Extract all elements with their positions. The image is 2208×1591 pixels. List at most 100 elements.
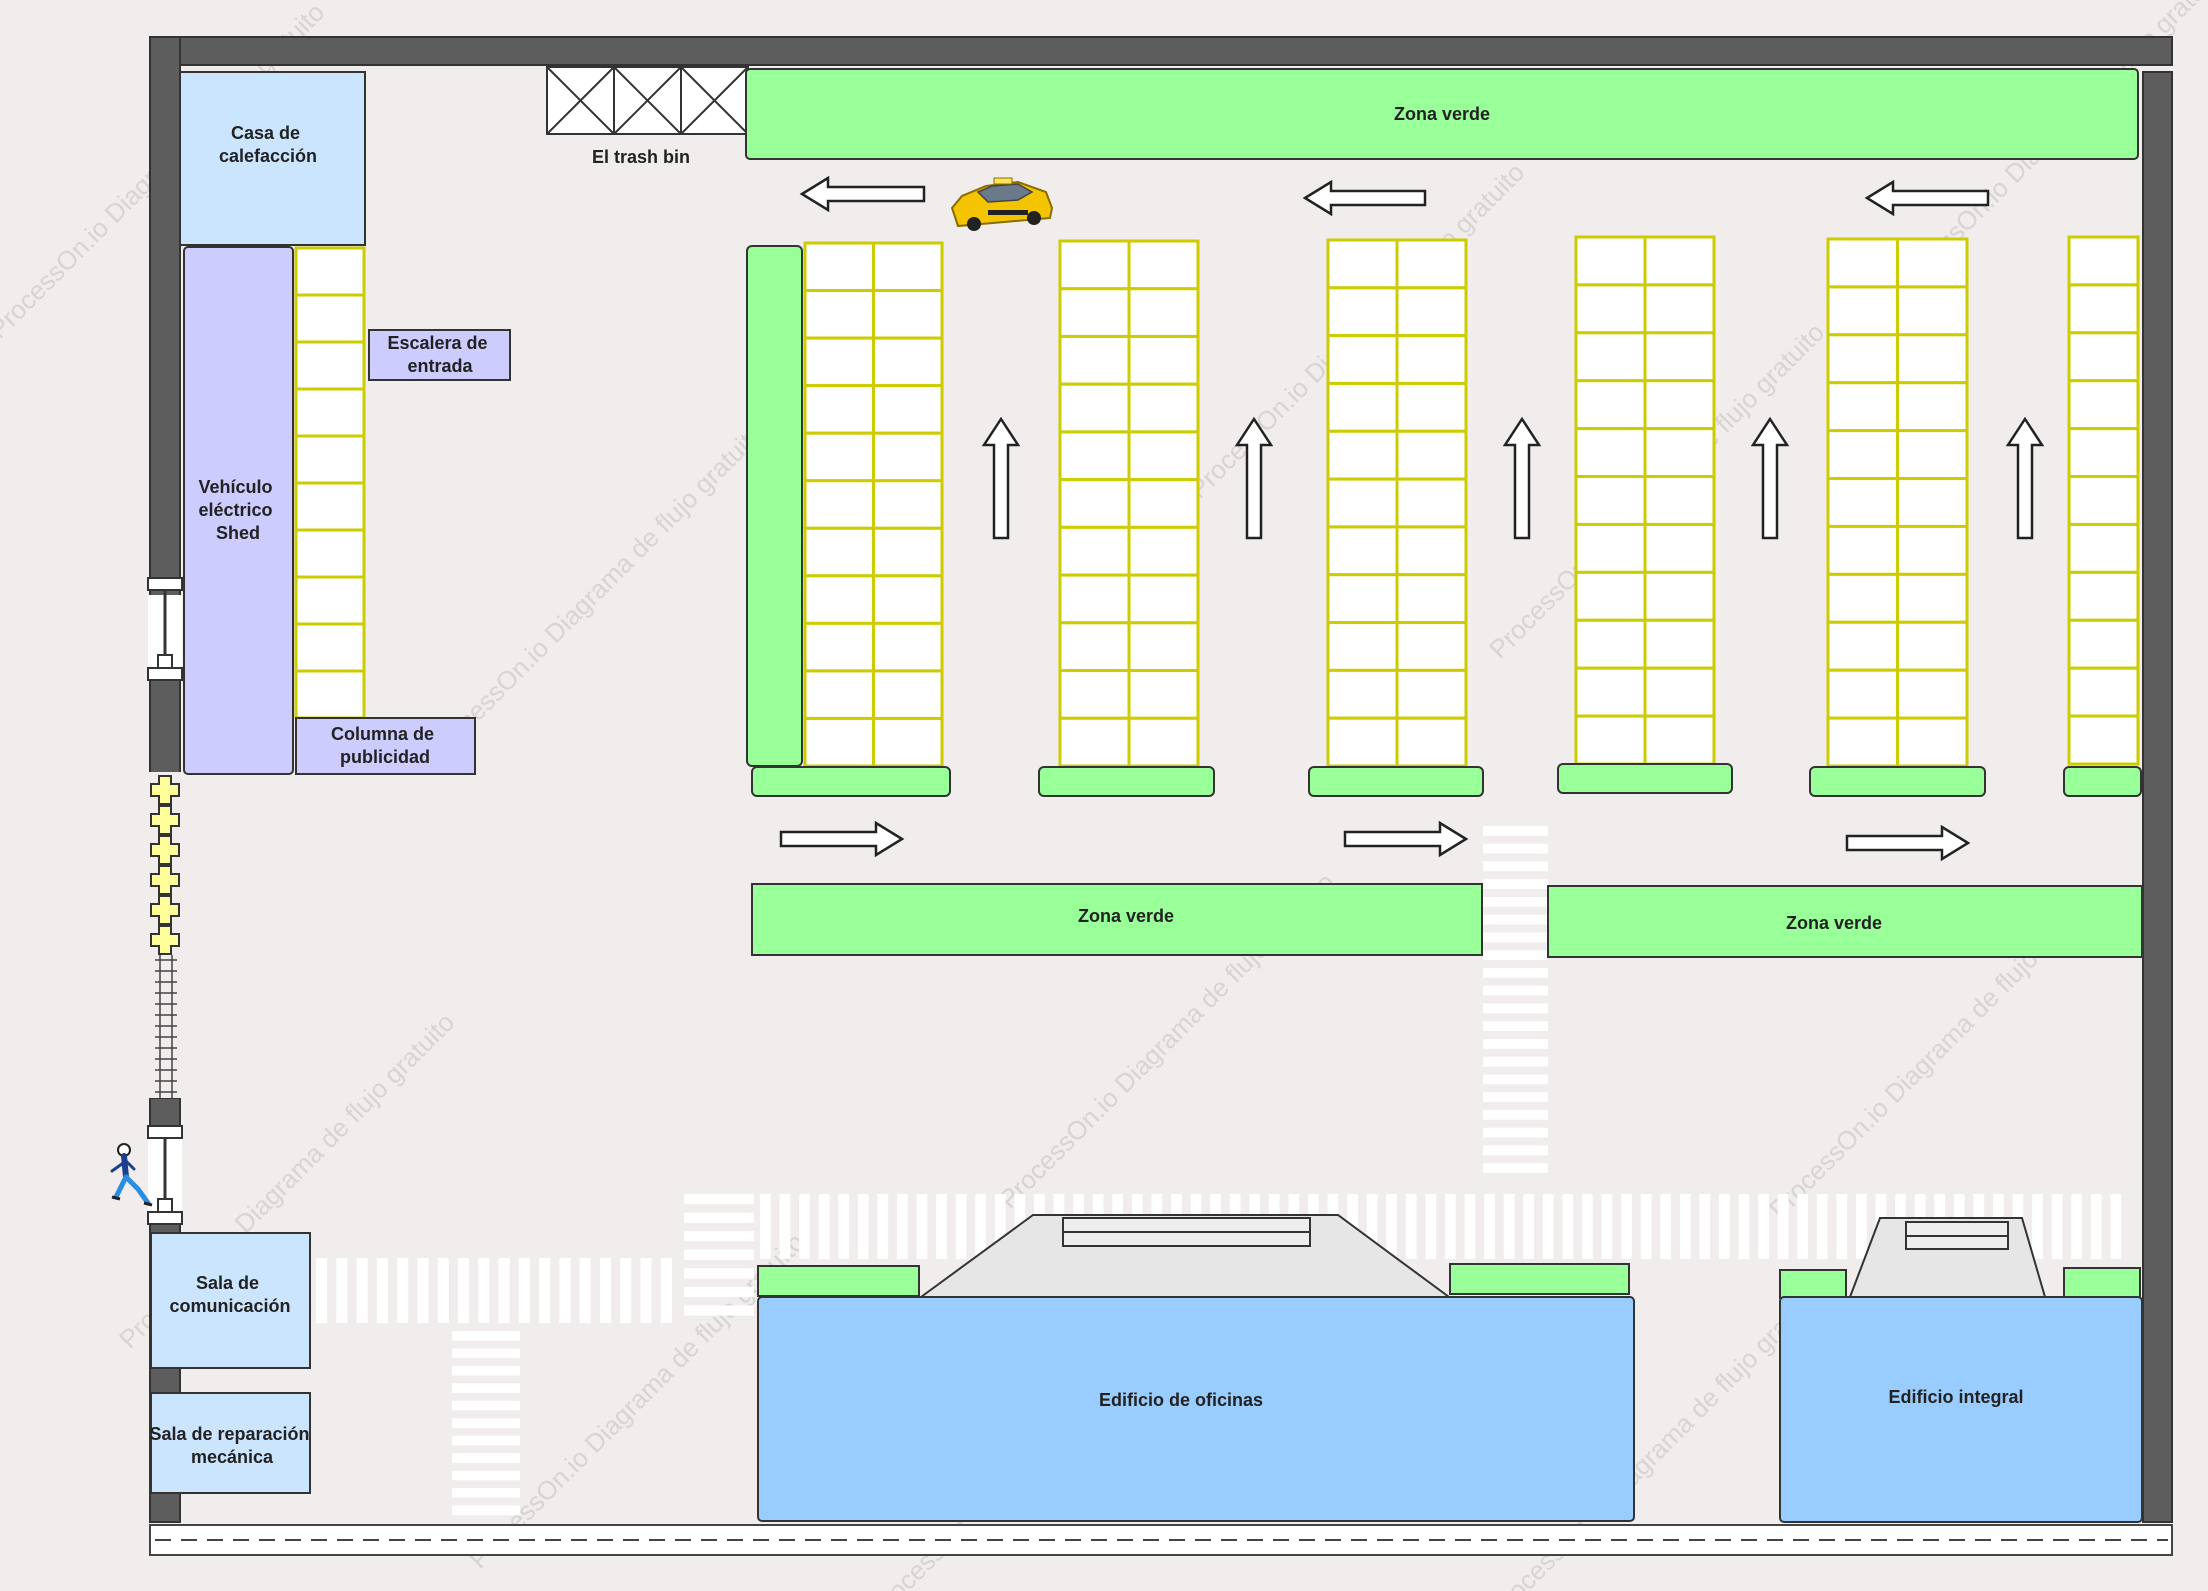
parking-space xyxy=(1395,573,1468,625)
arrow-up-icon xyxy=(1750,416,1790,540)
crosswalk-stripe xyxy=(1483,879,1548,890)
parking-space xyxy=(2067,522,2140,574)
trash-bin-label: El trash bin xyxy=(592,147,690,167)
ev-shed xyxy=(183,246,294,775)
parking-space xyxy=(1326,668,1399,720)
parking-space xyxy=(2067,427,2140,479)
parking-space xyxy=(1058,478,1131,529)
ad-column-label: Columna de publicidad xyxy=(331,724,439,767)
office-green-right xyxy=(1449,1263,1630,1295)
parking-space xyxy=(2067,283,2140,335)
parking-space xyxy=(1326,621,1399,672)
integral-green-left xyxy=(1779,1269,1847,1299)
parking-space xyxy=(1127,525,1200,577)
green-zone-top-label: Zona verde xyxy=(1394,104,1490,124)
crosswalk-stripe xyxy=(452,1365,520,1376)
arrow-left-icon xyxy=(1864,179,1990,217)
crosswalk-stripe xyxy=(799,1194,810,1259)
parking-space xyxy=(803,384,875,435)
parking-space xyxy=(1326,286,1399,338)
crosswalk-stripe xyxy=(478,1258,490,1323)
parking-space xyxy=(1574,235,1647,287)
parking-space xyxy=(1896,333,1969,385)
parking-space xyxy=(2067,235,2140,287)
crosswalk-stripe xyxy=(1503,1194,1515,1259)
parking-space xyxy=(1058,382,1131,434)
repair-room xyxy=(150,1392,311,1494)
parking-space xyxy=(1574,331,1647,383)
parking-space xyxy=(803,669,875,720)
office-green-left xyxy=(757,1265,920,1297)
parking-space xyxy=(2067,331,2140,383)
crosswalk-stripe xyxy=(640,1258,652,1323)
crosswalk-stripe xyxy=(452,1435,520,1446)
crosswalk-stripe xyxy=(2071,1194,2083,1259)
parking-space xyxy=(1643,475,1716,526)
communication-room xyxy=(150,1232,311,1369)
parking-space xyxy=(1896,716,1969,768)
entrance-stairs xyxy=(368,329,511,381)
parking-space xyxy=(1395,381,1468,433)
parking-space xyxy=(872,526,944,578)
heating-house-label: Casa de calefacción xyxy=(219,123,317,166)
integral-building xyxy=(1779,1296,2143,1523)
parking-space xyxy=(294,669,366,720)
crosswalk-stripe xyxy=(498,1258,510,1323)
crosswalk-stripe xyxy=(1464,1194,1476,1259)
wall-right xyxy=(2142,71,2173,1523)
crosswalk-stripe xyxy=(760,1194,771,1259)
crosswalk-stripe xyxy=(1483,1092,1548,1103)
parking-space xyxy=(1326,238,1399,290)
crosswalk-stripe xyxy=(994,1194,1006,1259)
parking-space xyxy=(1574,379,1647,431)
parking-space xyxy=(1326,429,1399,481)
parking-space xyxy=(1896,477,1969,528)
green-zone-top xyxy=(745,68,2139,160)
crosswalk-stripe xyxy=(1719,1194,1730,1259)
crosswalk-stripe xyxy=(559,1258,571,1323)
parking-space xyxy=(2067,666,2140,718)
parking-space xyxy=(1896,668,1969,720)
crosswalk-stripe xyxy=(1738,1194,1750,1259)
crosswalk-stripe xyxy=(1483,950,1548,961)
parking-space xyxy=(872,716,944,768)
parking-space xyxy=(1826,668,1899,720)
crosswalk-stripe xyxy=(838,1194,850,1259)
crosswalk-stripe xyxy=(857,1194,869,1259)
crosswalk-stripe xyxy=(1816,1194,1828,1259)
yellow-post-icon xyxy=(150,775,180,805)
parking-space xyxy=(294,622,366,673)
parking-space xyxy=(1395,716,1468,768)
parking-space xyxy=(294,293,366,344)
parking-space xyxy=(1127,382,1200,434)
parking-space xyxy=(872,336,944,388)
crosswalk-stripe xyxy=(620,1258,632,1323)
crosswalk-stripe xyxy=(1445,1194,1456,1259)
yellow-post-icon xyxy=(150,835,180,865)
parking-space xyxy=(1395,525,1468,577)
green-zone-left-label: Zona verde xyxy=(1078,906,1174,926)
parking-space xyxy=(1896,620,1969,672)
parking-space xyxy=(1643,570,1716,622)
crosswalk-stripe xyxy=(1836,1194,1848,1259)
parking-space xyxy=(1896,237,1969,289)
crosswalk-stripe xyxy=(518,1258,530,1323)
parking-space xyxy=(803,289,875,340)
parking-space xyxy=(2067,618,2140,670)
left-gate-upper xyxy=(147,577,183,681)
crosswalk-stripe xyxy=(2032,1194,2043,1259)
parking-space xyxy=(1127,573,1200,625)
parking-space xyxy=(872,289,944,340)
crosswalk-stripe xyxy=(376,1258,388,1323)
traffic-arrows xyxy=(779,175,2045,862)
crosswalk-stripe xyxy=(1483,968,1548,978)
parking-space xyxy=(1896,381,1969,433)
crosswalk-stripe xyxy=(316,1258,328,1323)
parking-space xyxy=(294,528,366,579)
parking-space xyxy=(1826,381,1899,433)
crosswalk-stripe xyxy=(1386,1194,1398,1259)
crosswalk-stripe xyxy=(397,1258,409,1323)
repair-room-label: Sala de reparación mecánica xyxy=(149,1424,314,1467)
